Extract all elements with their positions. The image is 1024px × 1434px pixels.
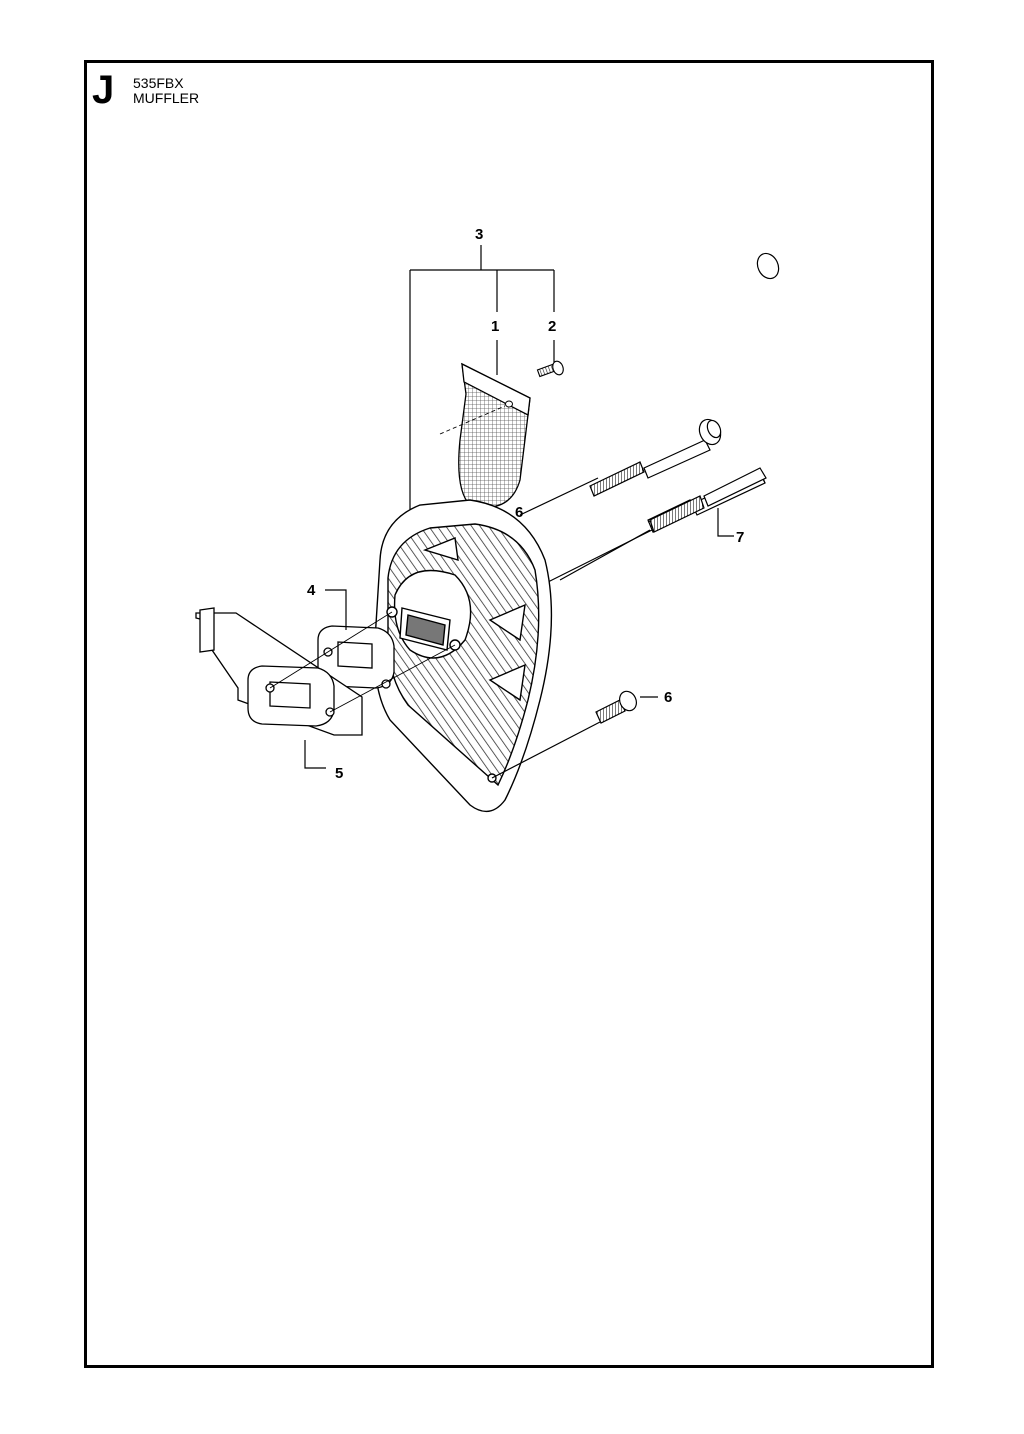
long-bolt-7 <box>559 252 780 581</box>
callout-1: 1 <box>491 318 499 335</box>
heat-shield-bracket <box>195 607 363 736</box>
callout-leaders <box>304 508 734 769</box>
callout-6-upper: 6 <box>515 504 523 521</box>
screen-screw <box>536 360 564 378</box>
muffler-body <box>373 499 553 813</box>
model-label: 535FBX <box>133 75 184 91</box>
callout-2: 2 <box>548 318 556 335</box>
callout-7: 7 <box>736 529 744 546</box>
alignment-lines <box>269 611 456 713</box>
spark-arrestor-screen <box>439 362 531 508</box>
diagram-title: MUFFLER <box>133 90 200 106</box>
callout-3: 3 <box>475 226 483 243</box>
leader-lines-top <box>496 340 555 375</box>
diagram-frame <box>84 60 934 1368</box>
callout-3-bracket <box>409 245 555 510</box>
section-letter: J <box>92 68 115 112</box>
callout-5: 5 <box>335 765 343 782</box>
long-bolt-upper <box>519 418 722 516</box>
short-bolt <box>491 690 637 779</box>
callout-4: 4 <box>307 582 316 599</box>
callout-6-lower: 6 <box>664 689 672 706</box>
